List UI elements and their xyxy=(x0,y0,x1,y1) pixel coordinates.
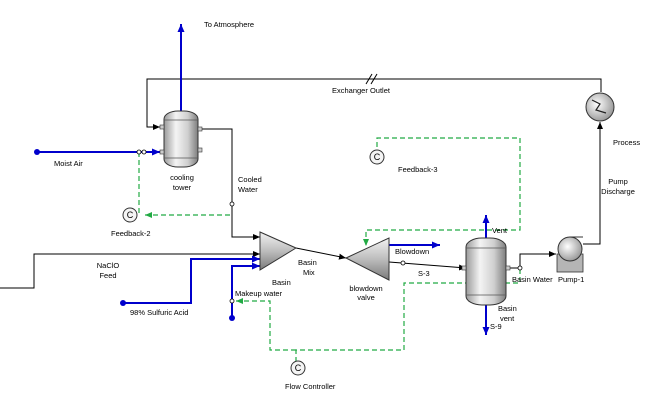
stream-sulfuric-acid[interactable] xyxy=(123,255,260,304)
label-basin-mix-2: Mix xyxy=(303,268,315,277)
signal-feedback-3 xyxy=(363,137,521,246)
stream-break-mark xyxy=(365,73,378,85)
signal-feedback-2 xyxy=(138,152,140,216)
label-s9: S-9 xyxy=(490,322,502,331)
signal-flow-controller-set xyxy=(236,298,296,351)
label-basin-vent-2: vent xyxy=(500,314,515,323)
label-naclo-feed-2: Feed xyxy=(99,271,116,280)
tap-node-basin-water xyxy=(517,265,523,271)
label-pump-1: Pump-1 xyxy=(558,275,584,284)
label-cooled-water-2: Water xyxy=(238,185,258,194)
label-pump-discharge-2: Discharge xyxy=(601,187,635,196)
label-pump-discharge-1: Pump xyxy=(608,177,628,186)
stream-pump-discharge[interactable] xyxy=(583,122,603,245)
feedback-2-controller[interactable]: C xyxy=(122,207,138,223)
cooling-tower-vessel[interactable] xyxy=(159,110,203,168)
tap-node-s3 xyxy=(400,260,406,266)
moist-air-source-node xyxy=(34,149,40,155)
label-makeup-water: Makeup water xyxy=(235,289,283,298)
label-flow-controller: Flow Controller xyxy=(285,382,336,391)
process-heat-exchanger-icon[interactable] xyxy=(585,92,615,122)
makeup-water-source-node xyxy=(229,315,235,321)
label-vent: Vent xyxy=(492,226,508,235)
stream-naclo-feed[interactable] xyxy=(0,251,260,289)
basin-vent-vessel[interactable] xyxy=(461,237,511,306)
label-blowdown-valve-1: blowdown xyxy=(349,284,382,293)
label-cooling-tower-1: cooling xyxy=(170,173,194,182)
label-basin: Basin xyxy=(272,278,291,287)
label-basin-mix-1: Basin xyxy=(298,258,317,267)
tap-node-cooled-water xyxy=(229,201,235,207)
basin-mix-mixer[interactable] xyxy=(259,231,298,271)
feedback-3-controller[interactable]: C xyxy=(369,149,385,165)
label-cooled-water-1: Cooled xyxy=(238,175,262,184)
label-blowdown: Blowdown xyxy=(395,247,429,256)
feedback-3-controller-symbol: C xyxy=(374,152,381,162)
stream-cooled-water[interactable] xyxy=(201,128,260,240)
label-naclo-feed-1: NaClO xyxy=(97,261,120,270)
label-feedback-3: Feedback-3 xyxy=(398,165,438,174)
label-basin-vent-1: Basin xyxy=(498,304,517,313)
label-feedback-2: Feedback-2 xyxy=(111,229,151,238)
pump-1-icon[interactable] xyxy=(556,236,584,273)
tap-node-moist-air-2 xyxy=(141,149,147,155)
label-s3: S-3 xyxy=(418,269,430,278)
flow-controller-symbol: C xyxy=(295,363,302,373)
label-cooling-tower-2: tower xyxy=(173,183,192,192)
tap-node-makeup xyxy=(229,298,235,304)
feedback-2-controller-symbol: C xyxy=(127,210,134,220)
sulfuric-acid-source-node xyxy=(120,300,126,306)
signal-flow-controller xyxy=(295,270,521,362)
label-to-atmosphere: To Atmosphere xyxy=(204,20,254,29)
stream-basin-mix[interactable] xyxy=(295,247,347,260)
label-moist-air: Moist Air xyxy=(54,159,83,168)
label-blowdown-valve-2: valve xyxy=(357,293,375,302)
label-sulfuric-acid: 98% Sulfuric Acid xyxy=(130,308,188,317)
tap-node-moist-air xyxy=(136,149,142,155)
label-basin-water: Basin Water xyxy=(512,275,553,284)
label-exchanger-outlet: Exchanger Outlet xyxy=(332,86,391,95)
stream-exchanger-outlet[interactable] xyxy=(146,78,602,130)
blowdown-valve-splitter[interactable] xyxy=(344,237,390,281)
flow-controller[interactable]: C xyxy=(290,360,306,376)
stream-basin-water[interactable] xyxy=(507,251,556,269)
label-process: Process xyxy=(613,138,640,147)
stream-s3[interactable] xyxy=(388,261,467,271)
